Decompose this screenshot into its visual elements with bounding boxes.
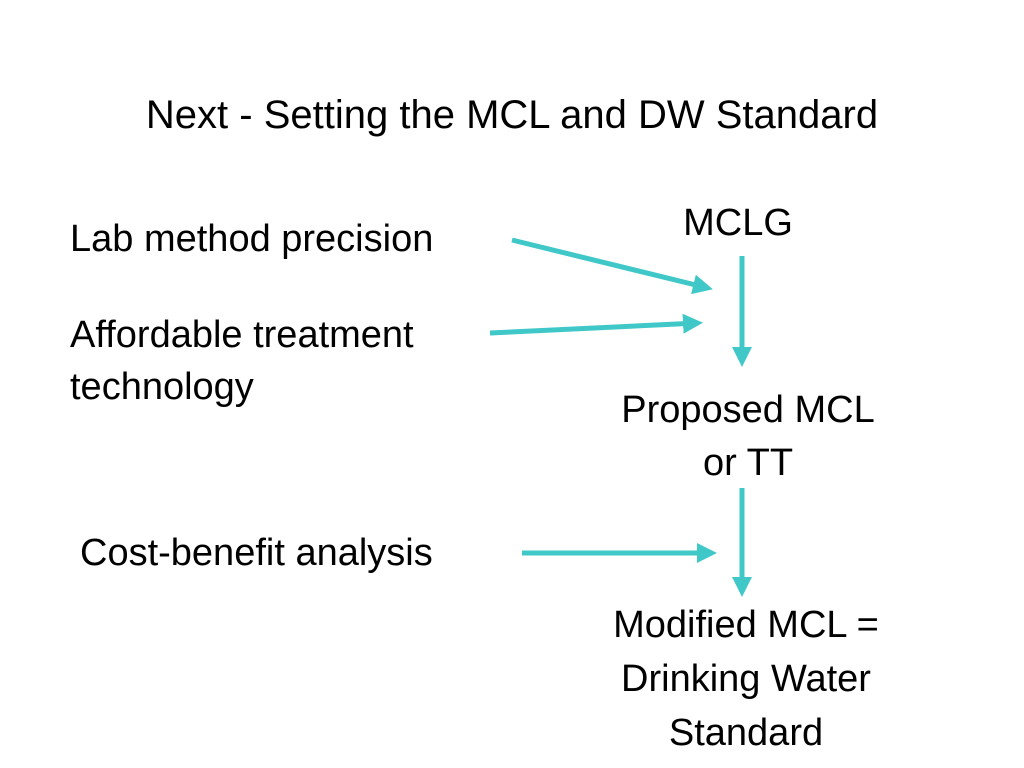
cost-benefit-analysis-label: Cost-benefit analysis — [80, 532, 433, 574]
modified-mcl-label-line3: Standard — [668, 712, 824, 754]
modified-mcl-label-line1: Modified MCL = — [613, 604, 879, 646]
proposed-mcl-label-line2: or TT — [702, 442, 794, 484]
affordable-to-mclg-arrow — [489, 313, 703, 336]
lab-method-to-mclg-arrow — [511, 237, 713, 295]
lab-method-precision-label: Lab method precision — [70, 218, 434, 260]
slide-title: Next - Setting the MCL and DW Standard — [145, 93, 879, 137]
mclg-label: MCLG — [683, 202, 793, 244]
modified-mcl-label-line2: Drinking Water — [621, 658, 871, 700]
proposed-mcl-label-line1: Proposed MCL — [621, 389, 875, 431]
affordable-treatment-label-line1: Affordable treatment — [70, 314, 414, 356]
affordable-treatment-label-line2: technology — [70, 366, 254, 408]
